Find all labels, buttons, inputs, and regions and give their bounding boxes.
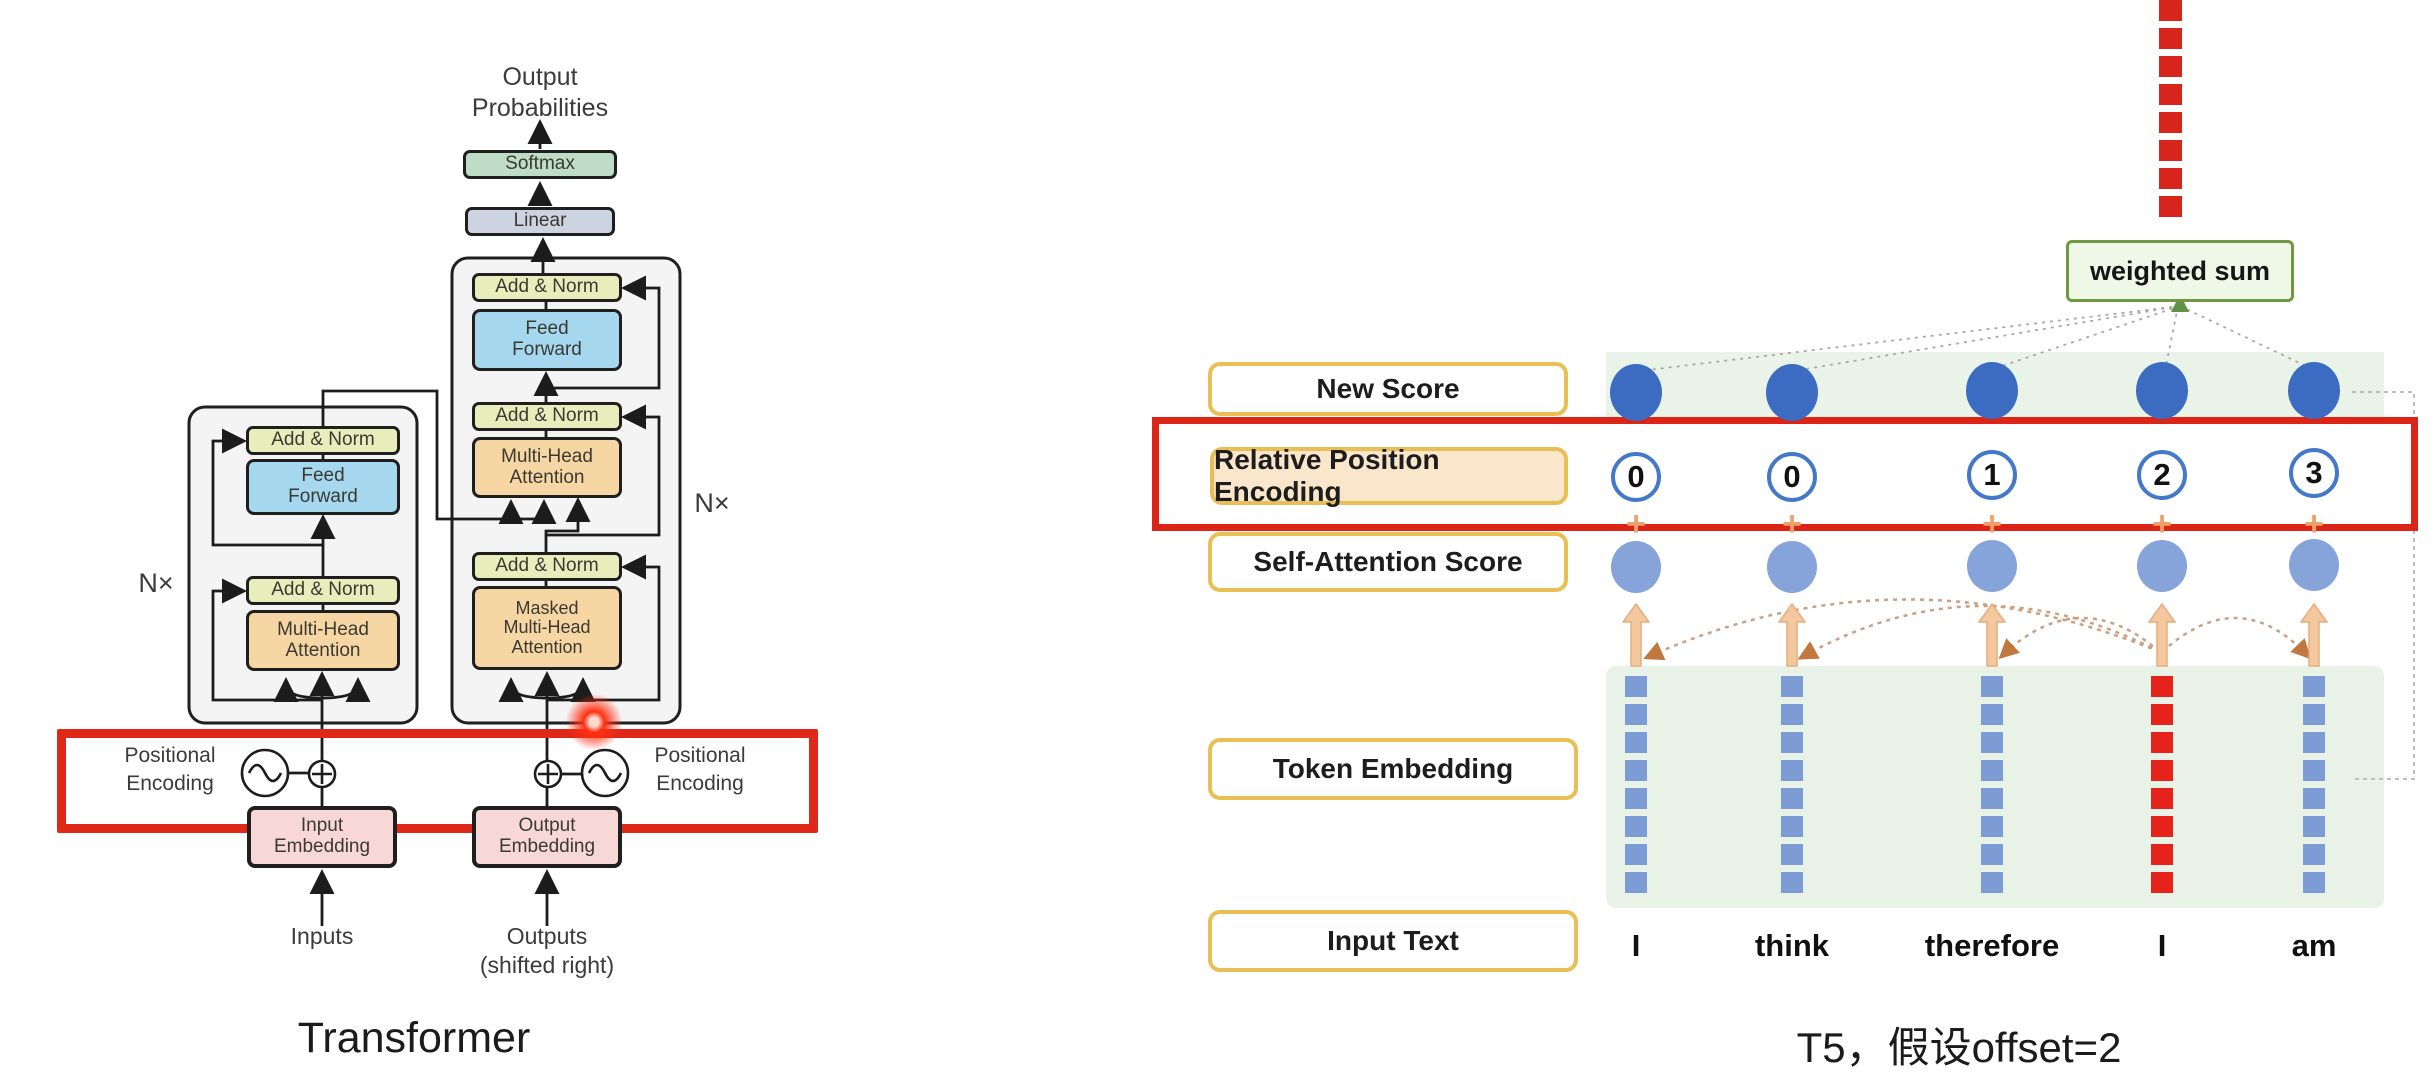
weighted-sum-arrowhead (2171, 294, 2189, 312)
plus-icon: + (2304, 505, 2324, 543)
input-token: I (2157, 928, 2167, 963)
input-token: think (1754, 928, 1830, 963)
new-score-dot (2136, 362, 2188, 419)
self-attention-dot (2137, 540, 2187, 592)
masked-multi-head-attention-box: Masked Multi-Head Attention (472, 586, 622, 670)
encoder-add-norm-top-box: Add & Norm (246, 426, 400, 455)
token-embedding-column-highlighted (2151, 676, 2173, 896)
relative-position-encoding-label: Relative Position Encoding (1210, 444, 1568, 507)
n-times-left-label: N× (138, 568, 174, 598)
token-up-arrows (1621, 602, 2329, 667)
relative-position-value: 0 (1767, 452, 1817, 502)
relative-position-value: 0 (1611, 452, 1661, 502)
token-embedding-column (1981, 676, 2003, 896)
t5-caption: T5，假设offset=2 (1796, 1024, 2122, 1071)
token-embedding-column (1625, 676, 1647, 896)
decoder-add-norm-top-box: Add & Norm (472, 273, 622, 302)
plus-icon: + (1626, 505, 1646, 543)
weighted-sum-fan-lines (1647, 305, 2311, 371)
relative-position-highlight (1152, 417, 2418, 531)
transformer-caption: Transformer (297, 1014, 531, 1062)
new-score-dot (2288, 362, 2340, 419)
self-attention-score-label: Self-Attention Score (1208, 532, 1568, 592)
plus-icon: + (2152, 505, 2172, 543)
output-vector-red-column (2159, 0, 2182, 222)
encoder-add-norm-bottom-box: Add & Norm (246, 576, 400, 605)
self-attention-dot (1767, 541, 1817, 593)
positional-encoding-highlight (57, 729, 818, 833)
pointer-highlight-icon (566, 694, 622, 750)
input-token: I (1631, 928, 1641, 963)
relative-position-value: 1 (1967, 450, 2017, 500)
new-score-dot (1966, 362, 2018, 419)
positional-encoding-right-icon (580, 748, 630, 798)
relative-position-value: 3 (2289, 448, 2339, 498)
linear-box: Linear (465, 207, 615, 236)
relative-position-value: 2 (2137, 450, 2187, 500)
input-text-label: Input Text (1208, 910, 1578, 972)
new-score-label: New Score (1208, 362, 1568, 416)
token-embedding-column (2303, 676, 2325, 896)
decoder-add-norm-mid-box: Add & Norm (472, 402, 622, 431)
self-attention-dot (1967, 540, 2017, 592)
self-attention-dot (1611, 541, 1661, 593)
side-dashed-connector (2352, 391, 2415, 780)
input-token: therefore (1924, 928, 2060, 963)
relative-attention-arcs (1643, 598, 2312, 661)
token-embedding-label: Token Embedding (1208, 738, 1578, 800)
outputs-label: Outputs (506, 923, 588, 949)
self-attention-dot (2289, 539, 2339, 591)
n-times-right-label: N× (694, 488, 730, 518)
inputs-label: Inputs (290, 923, 354, 949)
outputs-shifted-right-label: (shifted right) (479, 952, 615, 978)
input-token: am (2291, 928, 2337, 963)
token-embedding-column (1781, 676, 1803, 896)
output-probabilities-label: Output Probabilities (471, 63, 609, 122)
softmax-box: Softmax (463, 150, 617, 179)
decoder-add-norm-bottom-box: Add & Norm (472, 552, 622, 581)
positional-encoding-left-icon (240, 748, 290, 798)
weighted-sum-box: weighted sum (2066, 240, 2294, 302)
plus-icon: + (1982, 505, 2002, 543)
plus-icon: + (1782, 505, 1802, 543)
plus-circle-left-icon (307, 759, 337, 789)
plus-circle-right-icon (533, 759, 563, 789)
new-score-dot (1766, 364, 1818, 421)
new-score-dot (1610, 364, 1662, 421)
